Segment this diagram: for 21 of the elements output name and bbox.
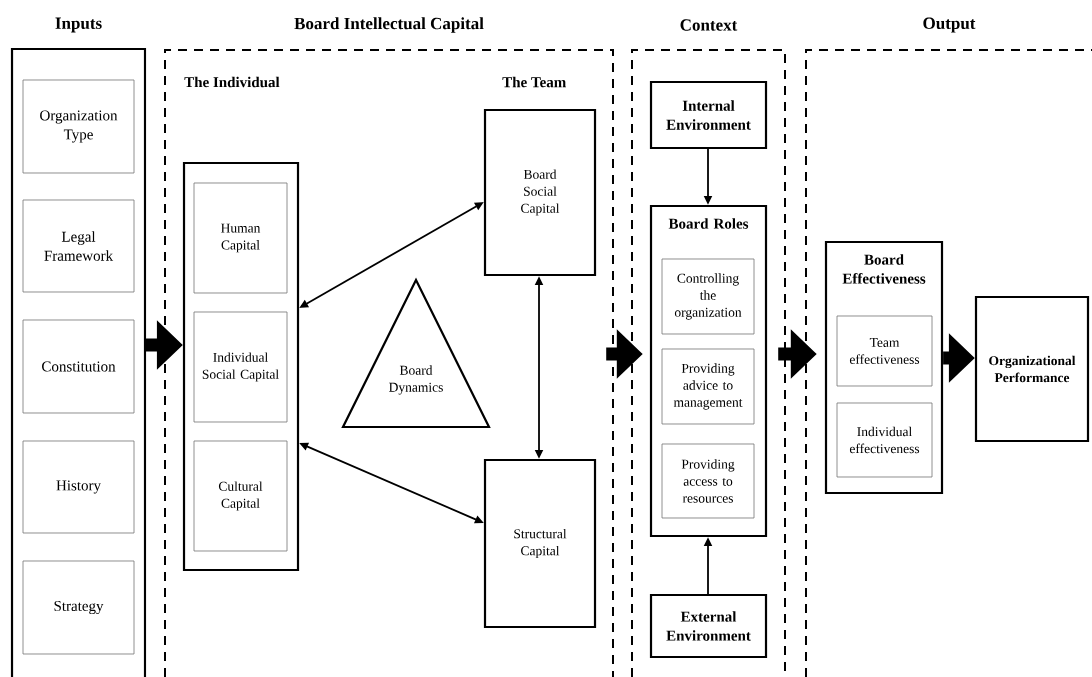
box — [182, 161, 300, 572]
section-heading: The Team — [502, 76, 566, 88]
inner-box: Individual Social Capital — [193, 311, 288, 423]
inner-box: Human Capital — [193, 182, 288, 294]
inner-box: Constitution — [22, 319, 135, 414]
inner-box: Controlling the organization — [661, 258, 755, 335]
box: Organizational Performance — [974, 295, 1090, 443]
inner-box: Team effectiveness — [836, 315, 933, 387]
inner-box: Legal Framework — [22, 199, 135, 293]
inner-box: Strategy — [22, 560, 135, 655]
inner-box: Organization Type — [22, 79, 135, 174]
inner-box: History — [22, 440, 135, 534]
inner-box: Cultural Capital — [193, 440, 288, 552]
box: Internal Environment — [649, 80, 768, 150]
inner-box: Providing advice to management — [661, 348, 755, 425]
box: Board Social Capital — [483, 108, 597, 277]
box: External Environment — [649, 593, 768, 659]
section-heading: The Individual — [184, 76, 280, 88]
inner-box: Providing access to resources — [661, 443, 755, 519]
inner-box: Individual effectiveness — [836, 402, 933, 478]
box: Structural Capital — [483, 458, 597, 629]
